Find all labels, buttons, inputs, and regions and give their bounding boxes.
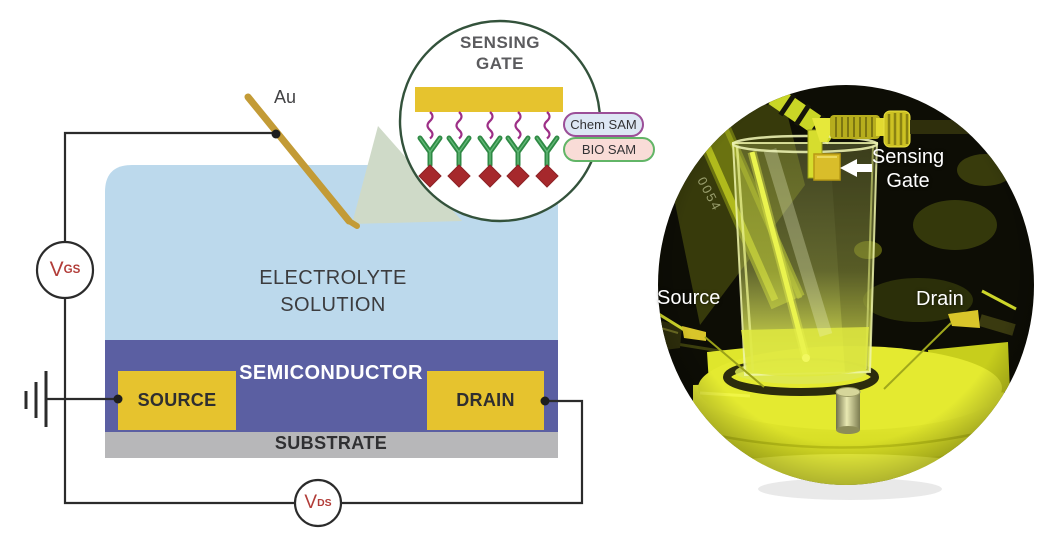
magnifier-title-line1: SENSING xyxy=(459,33,541,52)
photo-sensing-gate-label: Sensing Gate xyxy=(871,146,945,192)
drain-wire-junction xyxy=(540,396,550,406)
gate-wire xyxy=(63,131,276,242)
ground-symbol xyxy=(24,371,48,427)
electrolyte-label: ELECTROLYTE SOLUTION xyxy=(259,267,407,316)
drain-electrode xyxy=(427,371,544,430)
sensing-gate-magnifier xyxy=(398,19,602,223)
drain-loop-wire xyxy=(341,399,584,505)
source-wire-junction xyxy=(113,394,123,404)
gate-wire-junction xyxy=(271,129,281,139)
magnifier-cone xyxy=(352,126,462,224)
magnifier-title: SENSING GATE xyxy=(440,32,560,74)
substrate-layer xyxy=(105,432,558,458)
photo-drain-label: Drain xyxy=(916,288,964,310)
gate-rod-au xyxy=(244,93,360,229)
vds-source-circle xyxy=(293,478,343,528)
circuit-wires xyxy=(24,131,584,505)
gate-metal-bar xyxy=(415,87,563,112)
chem-sam-label: Chem SAM xyxy=(570,117,637,132)
drain-label: DRAIN xyxy=(456,390,515,410)
vgs-source-circle xyxy=(35,240,95,300)
bio-sam-badge: BIO SAM xyxy=(563,137,655,162)
source-loop-wire xyxy=(63,298,295,505)
device-photo: 0054 xyxy=(658,85,1034,485)
bio-sam-label: BIO SAM xyxy=(581,142,637,157)
source-label: SOURCE xyxy=(137,390,217,410)
source-electrode xyxy=(118,371,236,430)
magnifier-title-line2: GATE xyxy=(476,54,524,73)
transistor-schematic xyxy=(24,93,584,528)
substrate-label: SUBSTRATE xyxy=(274,433,388,453)
photo-source-label: Source xyxy=(657,287,721,309)
chem-sam-badge: Chem SAM xyxy=(563,112,644,137)
gate-material-label: Au xyxy=(274,87,297,107)
semiconductor-label: SEMICONDUCTOR xyxy=(239,362,423,384)
photo-drop-shadow xyxy=(758,478,942,500)
